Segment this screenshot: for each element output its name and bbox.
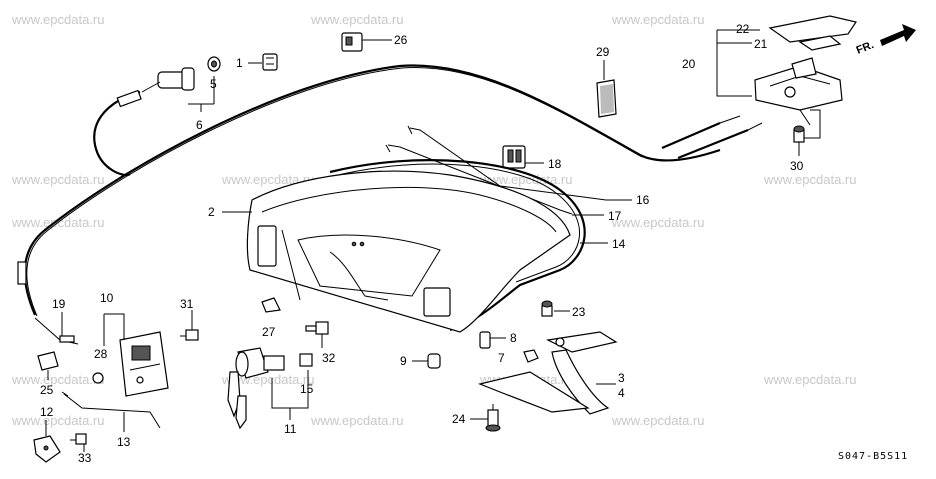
callout-14: 14 (612, 237, 626, 251)
nut-part-7 (523, 349, 539, 363)
callout-27: 27 (262, 325, 276, 339)
watermark: www.epcdata.ru (763, 172, 857, 187)
weatherstrip (329, 159, 586, 332)
callout-3: 3 (618, 371, 625, 385)
diagram-code: S047-B5S11 (838, 451, 908, 462)
watermark: www.epcdata.ru (611, 12, 705, 27)
bolt-part-24 (485, 404, 501, 432)
callout-30: 30 (790, 159, 804, 173)
bracket-part-18 (502, 145, 526, 169)
latch-cables (661, 115, 763, 160)
pad-part-29 (596, 79, 617, 118)
opener-cable (93, 90, 141, 177)
hinge-arm (478, 331, 618, 415)
callout-22: 22 (736, 22, 750, 36)
watermark: www.epcdata.ru (611, 215, 705, 230)
watermark: www.epcdata.ru (310, 413, 404, 428)
callout-28: 28 (94, 347, 108, 361)
callout-32: 32 (322, 351, 336, 365)
callout-2: 2 (208, 205, 215, 219)
callout-19: 19 (52, 297, 66, 311)
callout-8: 8 (510, 331, 517, 345)
lock-cylinder (227, 347, 313, 430)
callout-29: 29 (596, 45, 610, 59)
bracket-part-12 (33, 435, 61, 463)
rod-part-13 (63, 393, 161, 429)
callout-18: 18 (548, 157, 562, 171)
plug-part-9 (427, 353, 441, 369)
plug-part-8 (479, 331, 491, 349)
latch-assembly (754, 15, 857, 126)
watermark: www.epcdata.ru (11, 172, 105, 187)
front-direction-arrow (880, 24, 916, 46)
watermark: www.epcdata.ru (11, 12, 105, 27)
callout-31: 31 (180, 297, 194, 311)
bolt-part-30 (793, 125, 805, 143)
callout-25: 25 (40, 383, 54, 397)
callout-16: 16 (636, 193, 650, 207)
callout-15: 15 (300, 382, 314, 396)
bolt-part-31 (180, 329, 199, 341)
callout-6: 6 (196, 118, 203, 132)
callout-9: 9 (400, 354, 407, 368)
clip-part-25 (37, 351, 59, 371)
callout-labels: 1 2 3 4 5 6 7 8 9 10 11 12 13 14 15 16 1… (40, 22, 804, 465)
trunk-lid (246, 170, 571, 333)
watermark: www.epcdata.ru (11, 372, 105, 387)
trunk-latch (92, 331, 169, 397)
watermark: www.epcdata.ru (310, 12, 404, 27)
callout-12: 12 (40, 405, 54, 419)
callout-17: 17 (608, 209, 622, 223)
clip-part-27 (261, 297, 281, 313)
watermarks: www.epcdata.ru www.epcdata.ru www.epcdat… (11, 12, 857, 428)
callout-1: 1 (236, 56, 243, 70)
watermark: www.epcdata.ru (763, 372, 857, 387)
opener-cylinder (141, 56, 221, 93)
callout-23: 23 (572, 305, 586, 319)
watermark: www.epcdata.ru (221, 172, 315, 187)
callout-13: 13 (117, 435, 131, 449)
cable-sleeve (116, 89, 142, 108)
support-rods (385, 125, 607, 215)
callout-10: 10 (100, 291, 114, 305)
bolt-part-23 (541, 300, 553, 317)
callout-21: 21 (754, 37, 768, 51)
callout-24: 24 (452, 412, 466, 426)
callout-33: 33 (78, 451, 92, 465)
callout-5: 5 (210, 77, 217, 91)
callout-26: 26 (394, 33, 408, 47)
bolt-part-32 (305, 321, 329, 335)
bolt-part-33 (70, 433, 87, 445)
cable-end-part-19 (17, 261, 79, 345)
callout-7: 7 (498, 351, 505, 365)
callout-11: 11 (284, 422, 297, 436)
watermark: www.epcdata.ru (11, 413, 105, 428)
bracket-part-26 (341, 32, 363, 52)
clip-part-1 (262, 53, 278, 71)
watermark: www.epcdata.ru (611, 413, 705, 428)
callout-20: 20 (682, 57, 696, 71)
release-cable (23, 64, 721, 316)
callout-4: 4 (618, 386, 625, 400)
front-direction-label: FR. (855, 39, 876, 57)
